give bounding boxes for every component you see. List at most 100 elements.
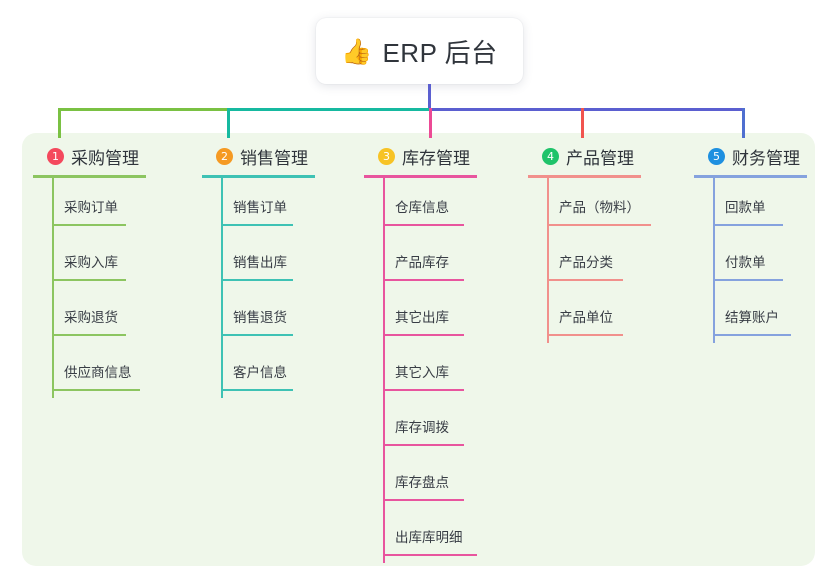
branches-panel bbox=[22, 133, 815, 566]
leaf-item-underline bbox=[52, 224, 126, 226]
root-node-erp-backend[interactable]: 👍 ERP 后台 bbox=[316, 18, 523, 84]
leaf-item[interactable]: 产品单位 bbox=[528, 288, 641, 343]
leaf-item[interactable]: 产品（物料） bbox=[528, 178, 651, 233]
leaf-item-underline bbox=[221, 224, 293, 226]
leaf-item-underline bbox=[383, 499, 464, 501]
leaf-item[interactable]: 采购订单 bbox=[33, 178, 146, 233]
leaf-item-underline bbox=[221, 334, 293, 336]
branch-inventory[interactable]: 3 库存管理仓库信息产品库存其它出库其它入库库存调拨库存盘点出库库明细 bbox=[364, 143, 477, 563]
drop-finance bbox=[742, 108, 745, 138]
leaf-item[interactable]: 库存调拨 bbox=[364, 398, 477, 453]
branch-underline-inventory bbox=[364, 175, 477, 178]
leaf-item-label: 采购退货 bbox=[64, 310, 118, 325]
branch-header-purchase[interactable]: 1 采购管理 bbox=[33, 143, 146, 169]
branch-badge-inventory: 3 bbox=[378, 147, 395, 165]
branch-spine-inventory bbox=[383, 178, 385, 563]
branch-items-inventory: 仓库信息产品库存其它出库其它入库库存调拨库存盘点出库库明细 bbox=[364, 178, 477, 563]
bus-segment-teal bbox=[227, 108, 429, 111]
leaf-item-underline bbox=[52, 279, 126, 281]
leaf-item[interactable]: 其它入库 bbox=[364, 343, 477, 398]
leaf-item[interactable]: 付款单 bbox=[694, 233, 807, 288]
leaf-item-underline bbox=[383, 279, 464, 281]
branch-header-inventory[interactable]: 3 库存管理 bbox=[364, 143, 477, 169]
leaf-item[interactable]: 库存盘点 bbox=[364, 453, 477, 508]
leaf-item[interactable]: 产品库存 bbox=[364, 233, 477, 288]
leaf-item-label: 出库库明细 bbox=[395, 530, 463, 545]
leaf-item-underline bbox=[547, 334, 623, 336]
drop-sales bbox=[227, 108, 230, 138]
branch-badge-purchase: 1 bbox=[47, 147, 64, 165]
leaf-item-label: 销售出库 bbox=[233, 255, 287, 270]
leaf-item-label: 采购入库 bbox=[64, 255, 118, 270]
leaf-item[interactable]: 销售退货 bbox=[202, 288, 315, 343]
branch-badge-product: 4 bbox=[542, 147, 559, 165]
branch-title-purchase: 采购管理 bbox=[71, 148, 139, 168]
branch-purchase[interactable]: 1 采购管理采购订单采购入库采购退货供应商信息 bbox=[33, 143, 146, 398]
branch-underline-finance bbox=[694, 175, 807, 178]
root-stem-connector bbox=[428, 84, 431, 110]
leaf-item-label: 付款单 bbox=[725, 255, 766, 270]
leaf-item-underline bbox=[383, 224, 464, 226]
branch-items-sales: 销售订单销售出库销售退货客户信息 bbox=[202, 178, 315, 398]
leaf-item-underline bbox=[547, 279, 623, 281]
thumbs-up-icon: 👍 bbox=[341, 36, 373, 66]
branch-spine-sales bbox=[221, 178, 223, 398]
leaf-item-label: 库存盘点 bbox=[395, 475, 449, 490]
leaf-item-underline bbox=[713, 279, 783, 281]
leaf-item-label: 销售订单 bbox=[233, 200, 287, 215]
leaf-item[interactable]: 销售订单 bbox=[202, 178, 315, 233]
branch-underline-sales bbox=[202, 175, 315, 178]
leaf-item-label: 结算账户 bbox=[725, 310, 779, 325]
leaf-item[interactable]: 客户信息 bbox=[202, 343, 315, 398]
leaf-item-underline bbox=[383, 389, 464, 391]
leaf-item-label: 供应商信息 bbox=[64, 365, 132, 380]
branch-title-sales: 销售管理 bbox=[240, 148, 308, 168]
leaf-item-underline bbox=[383, 334, 464, 336]
leaf-item-underline bbox=[221, 279, 293, 281]
leaf-item-label: 产品（物料） bbox=[559, 200, 640, 215]
leaf-item[interactable]: 产品分类 bbox=[528, 233, 641, 288]
leaf-item-underline bbox=[221, 389, 293, 391]
branch-spine-purchase bbox=[52, 178, 54, 398]
bus-segment-green bbox=[58, 108, 227, 111]
drop-product bbox=[581, 108, 584, 138]
leaf-item-label: 仓库信息 bbox=[395, 200, 449, 215]
leaf-item-underline bbox=[547, 224, 651, 226]
leaf-item-label: 库存调拨 bbox=[395, 420, 449, 435]
leaf-item-underline bbox=[713, 224, 783, 226]
leaf-item[interactable]: 其它出库 bbox=[364, 288, 477, 343]
leaf-item-label: 其它出库 bbox=[395, 310, 449, 325]
leaf-item-label: 其它入库 bbox=[395, 365, 449, 380]
leaf-item[interactable]: 采购入库 bbox=[33, 233, 146, 288]
leaf-item[interactable]: 仓库信息 bbox=[364, 178, 477, 233]
leaf-item[interactable]: 供应商信息 bbox=[33, 343, 146, 398]
leaf-item[interactable]: 出库库明细 bbox=[364, 508, 477, 563]
leaf-item[interactable]: 采购退货 bbox=[33, 288, 146, 343]
branch-spine-product bbox=[547, 178, 549, 343]
branch-spine-finance bbox=[713, 178, 715, 343]
branch-items-product: 产品（物料） 产品分类产品单位 bbox=[528, 178, 651, 343]
leaf-item[interactable]: 回款单 bbox=[694, 178, 807, 233]
leaf-item[interactable]: 销售出库 bbox=[202, 233, 315, 288]
leaf-item[interactable]: 结算账户 bbox=[694, 288, 807, 343]
branch-title-finance: 财务管理 bbox=[732, 148, 800, 168]
branch-title-inventory: 库存管理 bbox=[402, 148, 470, 168]
leaf-item-label: 产品分类 bbox=[559, 255, 613, 270]
leaf-item-underline bbox=[52, 389, 140, 391]
branch-underline-purchase bbox=[33, 175, 146, 178]
leaf-item-label: 采购订单 bbox=[64, 200, 118, 215]
leaf-item-label: 产品单位 bbox=[559, 310, 613, 325]
leaf-item-label: 回款单 bbox=[725, 200, 766, 215]
leaf-item-label: 客户信息 bbox=[233, 365, 287, 380]
root-node-title: ERP 后台 bbox=[382, 37, 498, 68]
leaf-item-underline bbox=[383, 444, 464, 446]
leaf-item-label: 产品库存 bbox=[395, 255, 449, 270]
bus-segment-blue bbox=[429, 108, 744, 111]
